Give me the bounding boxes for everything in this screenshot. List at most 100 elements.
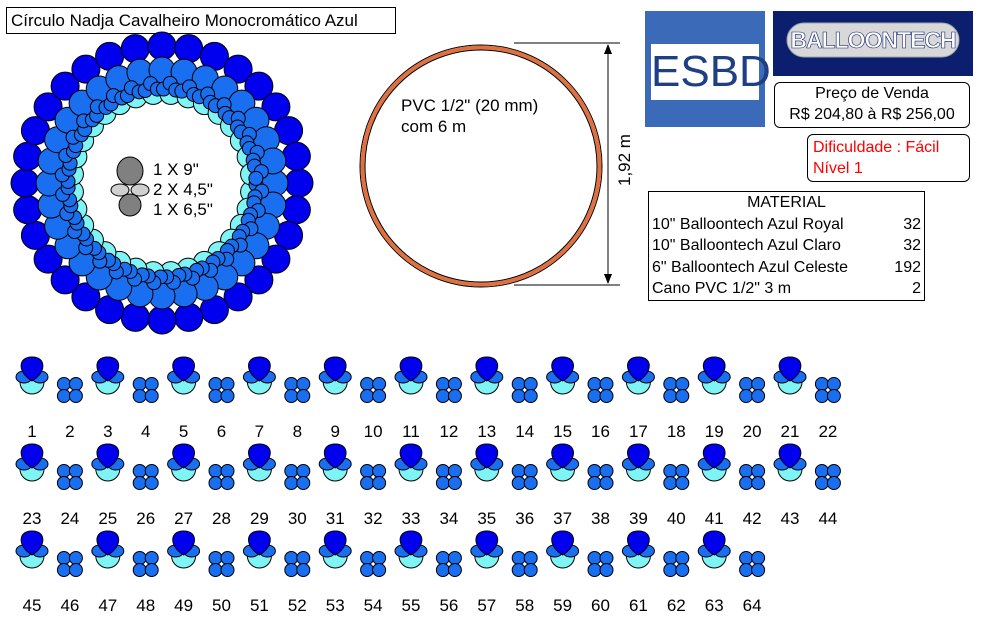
price-label: Preço de Venda xyxy=(815,85,929,102)
claro-balloon xyxy=(523,563,538,577)
claro-balloon xyxy=(132,377,147,391)
quad-cluster xyxy=(284,464,311,490)
legend-line-1: 1 X 9" xyxy=(153,160,199,179)
royal-balloon xyxy=(96,530,120,556)
quad-cluster xyxy=(132,464,159,490)
sequence-number: 41 xyxy=(705,509,724,528)
cluster-with-royal xyxy=(621,530,655,569)
sequence-number: 39 xyxy=(629,509,648,528)
royal-balloon xyxy=(172,443,195,469)
royal-balloon xyxy=(33,244,63,274)
claro-balloon xyxy=(360,377,375,391)
claro-balloon xyxy=(599,551,614,565)
cluster-with-royal xyxy=(318,530,352,569)
royal-balloon xyxy=(13,195,43,225)
quad-cluster xyxy=(663,377,690,403)
claro-balloon xyxy=(132,476,147,490)
cluster-with-royal xyxy=(15,443,49,482)
claro-balloon xyxy=(435,476,450,490)
claro-balloon xyxy=(587,389,602,403)
material-qty: 32 xyxy=(903,215,921,233)
royal-balloon xyxy=(20,530,44,556)
claro-balloon xyxy=(814,464,829,478)
royal-balloon xyxy=(627,530,650,556)
royal-balloon xyxy=(120,302,150,332)
sequence-number: 30 xyxy=(288,509,307,528)
claro-balloon xyxy=(511,377,526,391)
claro-balloon xyxy=(599,563,614,577)
sequence-number: 26 xyxy=(136,509,155,528)
quad-cluster xyxy=(587,464,614,490)
quad-cluster xyxy=(511,551,538,577)
cluster-with-royal xyxy=(773,356,807,395)
claro-balloon xyxy=(132,464,147,478)
claro-balloon xyxy=(132,551,147,565)
claro-balloon xyxy=(68,464,83,478)
quad-cluster xyxy=(208,464,235,490)
sequence-number: 33 xyxy=(402,509,421,528)
sequence-number: 1 xyxy=(27,422,36,441)
claro-balloon xyxy=(739,551,754,565)
sequence-number: 22 xyxy=(818,422,837,441)
royal-balloon xyxy=(96,356,120,382)
claro-balloon xyxy=(675,377,690,391)
sequence-number: 5 xyxy=(179,422,188,441)
sequence-number: 59 xyxy=(553,596,572,615)
claro-balloon xyxy=(599,389,614,403)
sequence-number: 58 xyxy=(515,596,534,615)
claro-balloon xyxy=(372,377,387,391)
sequence-number: 11 xyxy=(402,422,420,441)
royal-balloon xyxy=(551,356,574,382)
sequence-number: 21 xyxy=(781,422,800,441)
material-header: MATERIAL xyxy=(747,194,826,211)
sequence-number: 18 xyxy=(667,422,686,441)
claro-balloon xyxy=(56,389,71,403)
cluster-with-royal xyxy=(697,530,731,569)
royal-balloon xyxy=(702,356,726,382)
sequence-number: 60 xyxy=(591,596,610,615)
claro-balloon xyxy=(511,464,526,478)
cluster-with-royal xyxy=(242,356,276,395)
claro-balloon xyxy=(447,464,462,478)
royal-balloon xyxy=(778,356,802,382)
sequence-number: 36 xyxy=(515,509,534,528)
claro-balloon xyxy=(360,476,375,490)
royal-balloon xyxy=(248,356,271,382)
claro-balloon xyxy=(435,551,450,565)
sequence-number: 7 xyxy=(255,422,264,441)
quad-cluster xyxy=(284,551,311,577)
quad-cluster xyxy=(739,377,766,403)
cluster-with-royal xyxy=(15,530,49,569)
claro-balloon xyxy=(220,377,235,391)
sequence-number: 2 xyxy=(65,422,74,441)
royal-balloon xyxy=(778,443,802,469)
claro-balloon xyxy=(220,476,235,490)
claro-balloon xyxy=(814,476,829,490)
sequence-number: 25 xyxy=(98,509,117,528)
quad-cluster xyxy=(56,551,83,577)
sequence-number: 55 xyxy=(402,596,421,615)
royal-balloon xyxy=(702,530,726,556)
claro-balloon xyxy=(68,389,83,403)
quad-cluster xyxy=(435,377,462,403)
royal-balloon xyxy=(120,34,150,64)
claro-balloon xyxy=(372,464,387,478)
claro-balloon xyxy=(56,476,71,490)
sequence-number: 50 xyxy=(212,596,231,615)
claro-balloon xyxy=(447,389,462,403)
sequence-number: 38 xyxy=(591,509,610,528)
sequence-number: 49 xyxy=(174,596,193,615)
claro-balloon xyxy=(675,563,690,577)
claro-balloon xyxy=(751,551,766,565)
quad-cluster xyxy=(56,464,83,490)
claro-balloon xyxy=(56,377,71,391)
claro-balloon xyxy=(372,563,387,577)
sequence-number: 62 xyxy=(667,596,686,615)
cluster-with-royal xyxy=(91,530,125,569)
royal-balloon xyxy=(475,356,499,382)
sequence-number: 28 xyxy=(212,509,231,528)
claro-balloon xyxy=(511,563,526,577)
sequence-number: 64 xyxy=(743,596,762,615)
royal-balloon xyxy=(475,530,499,556)
claro-balloon xyxy=(511,389,526,403)
